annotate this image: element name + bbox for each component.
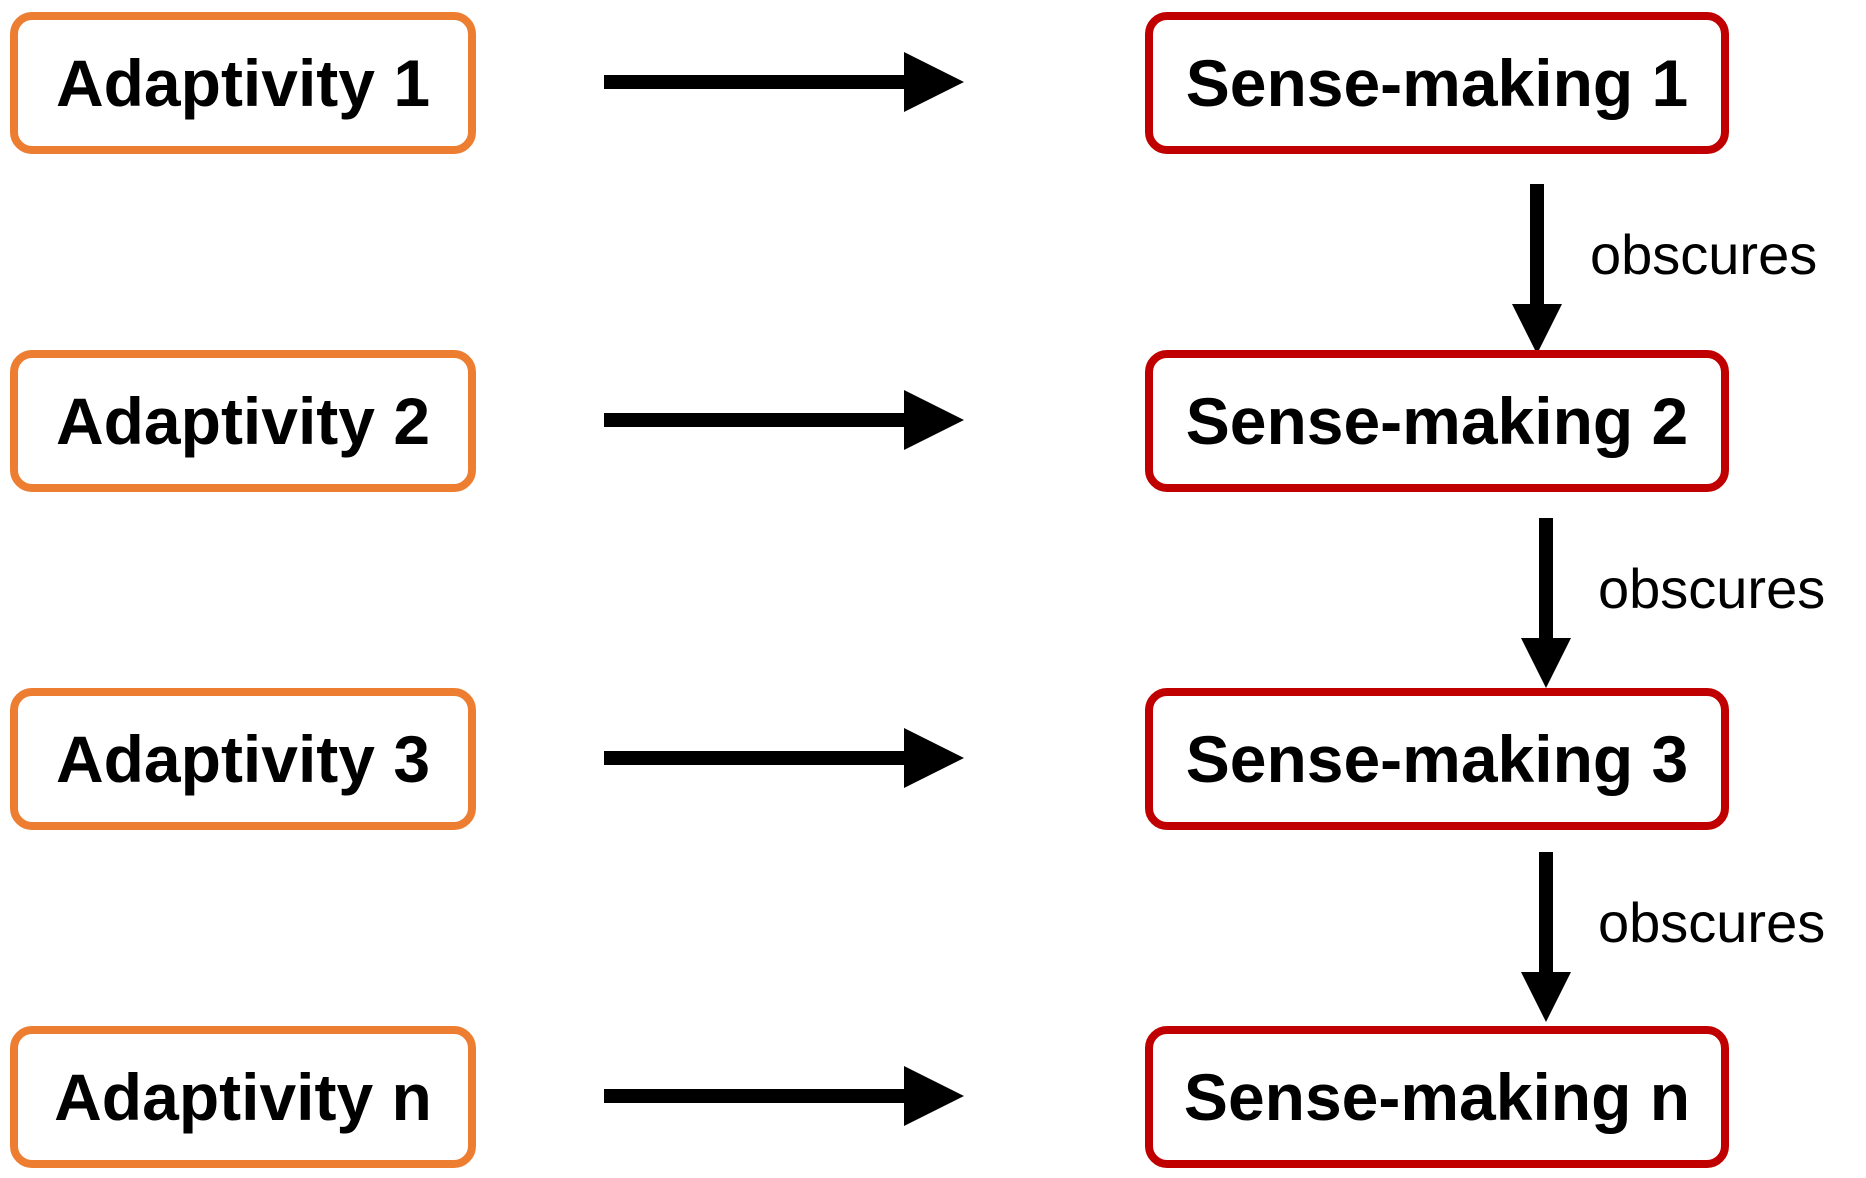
- down-arrow-icon: [1521, 852, 1571, 1022]
- relation-label-3: obscures: [1598, 891, 1826, 954]
- down-arrow-icon: [1512, 184, 1562, 354]
- relation-label-1: obscures: [1590, 223, 1818, 286]
- adaptivity-node-2: Adaptivity 2: [10, 350, 476, 492]
- right-arrow-icon: [604, 52, 964, 112]
- right-arrow-icon: [604, 1066, 964, 1126]
- adaptivity-node-n: Adaptivity n: [10, 1026, 476, 1168]
- relation-label-2: obscures: [1598, 557, 1826, 620]
- adaptivity-node-3: Adaptivity 3: [10, 688, 476, 830]
- right-arrow-icon: [604, 390, 964, 450]
- adaptivity-node-1: Adaptivity 1: [10, 12, 476, 154]
- sense-making-node-2: Sense-making 2: [1145, 350, 1729, 492]
- sense-making-node-1: Sense-making 1: [1145, 12, 1729, 154]
- right-arrow-icon: [604, 728, 964, 788]
- down-arrow-icon: [1521, 518, 1571, 688]
- sense-making-node-3: Sense-making 3: [1145, 688, 1729, 830]
- sense-making-node-n: Sense-making n: [1145, 1026, 1729, 1168]
